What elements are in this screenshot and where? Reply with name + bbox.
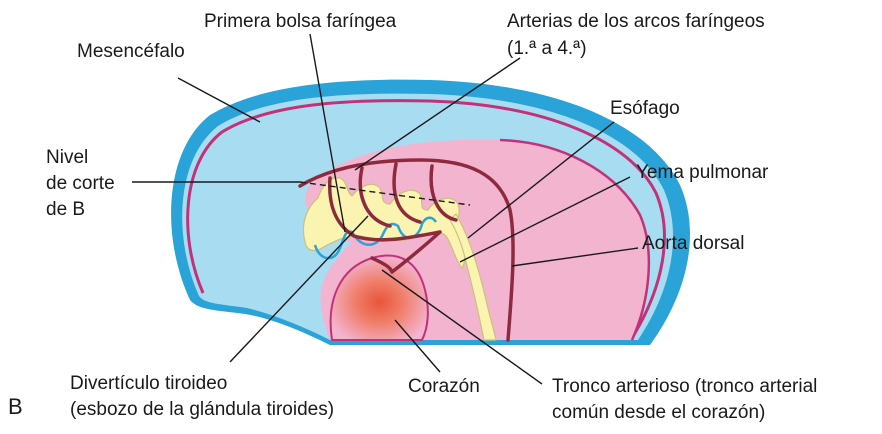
label-diverticulo-2: (esbozo de la glándula tiroides) bbox=[70, 399, 334, 420]
label-corazon: Corazón bbox=[408, 376, 480, 397]
label-mesencefalo: Mesencéfalo bbox=[77, 41, 185, 62]
label-arterias-1: Arterias de los arcos faríngeos bbox=[507, 11, 765, 32]
label-arterias-2: (1.ª a 4.ª) bbox=[507, 38, 587, 59]
panel-letter: B bbox=[8, 394, 23, 419]
label-esofago: Esófago bbox=[610, 98, 680, 119]
label-aorta: Aorta dorsal bbox=[642, 233, 744, 254]
label-tronco-1: Tronco arterioso (tronco arterial bbox=[552, 376, 817, 397]
label-nivel-1: Nivel bbox=[46, 147, 88, 168]
label-tronco-2: común desde el corazón) bbox=[552, 402, 765, 423]
label-diverticulo-1: Divertículo tiroideo bbox=[70, 373, 227, 394]
label-bolsa: Primera bolsa faríngea bbox=[204, 11, 397, 32]
label-nivel-2: de corte bbox=[46, 173, 115, 194]
label-nivel-3: de B bbox=[46, 199, 85, 220]
label-yema: Yema pulmonar bbox=[636, 162, 769, 183]
